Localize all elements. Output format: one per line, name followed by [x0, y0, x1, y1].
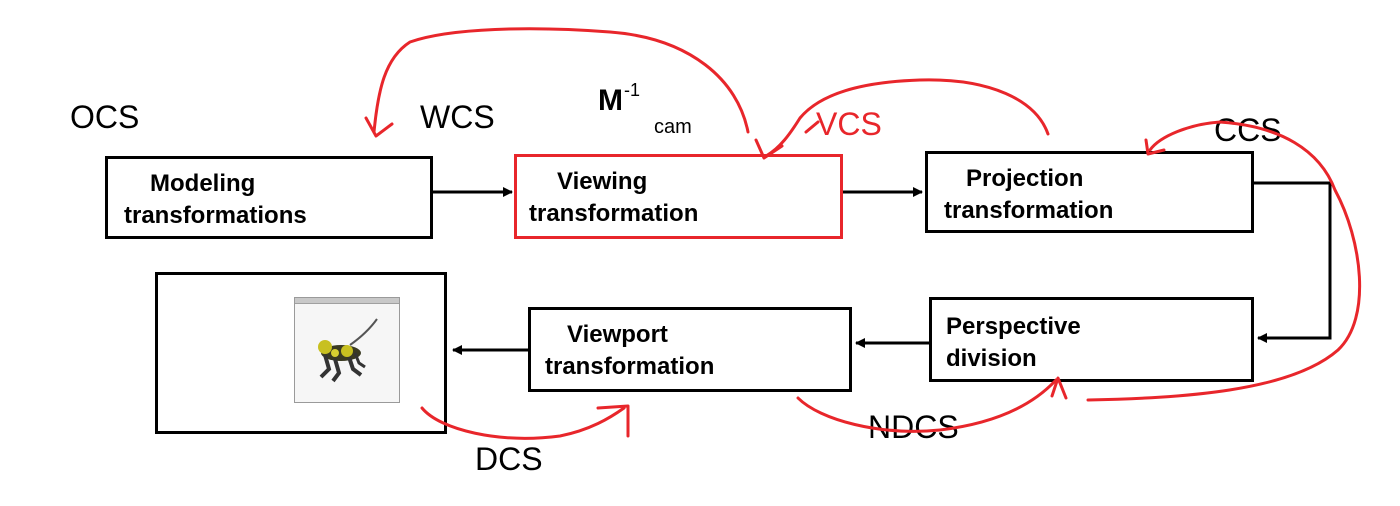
mcam-subscript: cam [654, 116, 692, 138]
viewing-line1: Viewing [557, 168, 648, 195]
ndcs-label: NDCS [868, 409, 959, 445]
vcs-label: VCS [816, 106, 882, 142]
projection-transformation-box: Projection transformation [925, 151, 1254, 233]
modeling-line1: Modeling [150, 170, 256, 197]
viewport-line1: Viewport [567, 321, 668, 348]
perspective-division-box: Perspective division [929, 297, 1254, 382]
perspective-line1: Perspective [946, 313, 1081, 340]
modeling-transformations-box: Modeling transformations [105, 156, 433, 239]
red-arc-ccs-to-vcs [764, 78, 1050, 158]
red-arc-screen-to-viewport [420, 406, 626, 440]
ocs-label: OCS [70, 99, 140, 135]
red-loop-ndcs-to-ccs [1086, 120, 1362, 402]
wcs-label: WCS [420, 99, 495, 135]
red-arrowhead-ccs [1144, 138, 1166, 156]
window-title-bar [295, 298, 399, 304]
dcs-label: DCS [475, 441, 543, 477]
red-arc-vcs-to-wcs [372, 27, 750, 134]
viewing-line2: transformation [529, 200, 699, 227]
red-arrowhead-ndcs [1050, 376, 1068, 400]
red-arc-viewport-to-ndcs [796, 378, 1058, 433]
viewport-line2: transformation [545, 353, 715, 380]
projection-line1: Projection [966, 165, 1084, 192]
red-arrowhead-dcs [596, 404, 630, 438]
mcam-superscript: -1 [624, 80, 641, 100]
robot-dog-icon [318, 318, 378, 383]
arrow-projection-to-perspective [1254, 181, 1332, 343]
perspective-line2: division [946, 345, 1037, 372]
mcam-base: M [598, 84, 623, 117]
red-arrowhead-wcs [364, 116, 394, 138]
viewport-transformation-box: Viewport transformation [528, 307, 852, 392]
viewing-transformation-box: Viewing transformation [514, 154, 843, 239]
camera-inverse-matrix-label: M -1 cam [598, 80, 692, 138]
projection-line2: transformation [944, 197, 1114, 224]
modeling-line2: transformations [124, 202, 307, 229]
red-hook-vcs [804, 120, 820, 134]
rendered-window-thumbnail [294, 297, 400, 403]
